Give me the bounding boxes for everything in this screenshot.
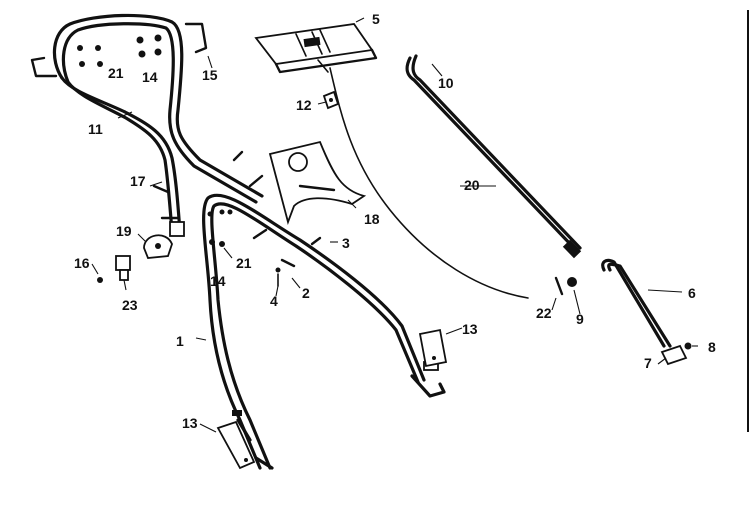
callout-5: 5 [372,11,380,27]
shield-part-18 [268,140,367,225]
callout-9: 9 [576,311,584,327]
nut-part-9 [567,277,577,287]
nut-part-8 [684,342,692,350]
callout-14-top: 14 [142,69,158,85]
callout-14-middle: 14 [210,273,226,289]
callout-12: 12 [296,97,312,113]
callout-labels: 1 2 3 4 5 6 7 8 9 10 11 12 13 13 14 14 1… [74,11,716,431]
callout-22: 22 [536,305,552,321]
callout-10: 10 [438,75,454,91]
washer-part-22 [554,276,564,296]
bracket-part-13-top [418,328,448,368]
callout-23: 23 [122,297,138,313]
control-cable [329,67,529,299]
control-box-part-5 [254,23,378,74]
callout-2: 2 [302,285,310,301]
callout-6: 6 [688,285,696,301]
bushing-part-23 [115,255,131,281]
lower-handle-part-1 [202,193,446,470]
cable-clip-part-12 [322,90,340,110]
rod-part-6 [601,258,672,348]
callout-1: 1 [176,333,184,349]
callout-4: 4 [270,293,278,309]
callout-17: 17 [130,173,146,189]
callout-3: 3 [342,235,350,251]
pulley-part-19 [143,234,173,259]
callout-16: 16 [74,255,90,271]
hardware-parts [152,150,322,287]
fitting-part-7 [660,344,688,366]
callout-13-bottom: 13 [182,415,198,431]
callout-15: 15 [202,67,218,83]
bolt-part-16 [97,277,103,283]
callout-7: 7 [644,355,652,371]
callout-19: 19 [116,223,132,239]
callout-8: 8 [708,339,716,355]
bracket-part-13-bottom [216,420,256,470]
callout-20: 20 [464,177,480,193]
callout-21-middle: 21 [236,255,252,271]
callout-11: 11 [88,121,103,137]
bracket-part-15 [30,22,208,78]
rod-part-20 [405,54,582,259]
callout-13-top: 13 [462,321,478,337]
callout-18: 18 [364,211,380,227]
upper-handle-part-11 [52,13,264,237]
callout-21-top: 21 [108,65,124,81]
leader-lines [91,17,698,433]
